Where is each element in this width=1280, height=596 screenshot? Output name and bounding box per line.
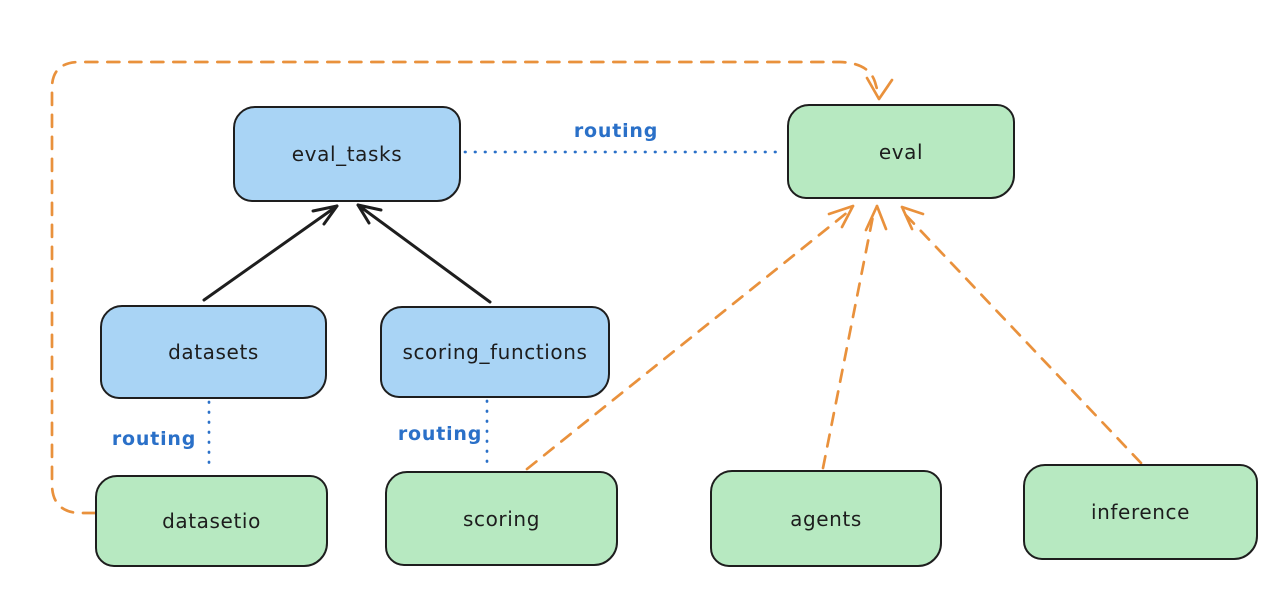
edge-label-routing-scoring_functions-scoring: routing <box>397 423 483 445</box>
arrowhead-inference-into-eval <box>900 205 925 231</box>
edge-label-routing-datasets-datasetio: routing <box>111 428 197 450</box>
node-datasetio-label: datasetio <box>162 509 261 533</box>
node-eval: eval <box>787 104 1015 199</box>
node-datasets: datasets <box>100 305 327 399</box>
node-inference: inference <box>1023 464 1258 560</box>
arrowhead-agents-into-eval <box>864 204 888 232</box>
edge-datasetio-eval-loop <box>50 60 881 515</box>
node-eval_tasks-label: eval_tasks <box>291 142 403 166</box>
edge-label-routing-eval_tasks-eval: routing <box>573 120 659 142</box>
node-scoring_functions-label: scoring_functions <box>402 340 588 364</box>
edge-agents-eval-dashed <box>821 209 876 470</box>
node-agents: agents <box>710 470 942 567</box>
node-datasets-label: datasets <box>168 340 259 364</box>
arrowhead-loop-into-eval-top <box>865 76 894 101</box>
arrowhead-scoring-into-eval <box>827 204 855 229</box>
node-scoring: scoring <box>385 471 618 566</box>
node-agents-label: agents <box>790 506 862 531</box>
node-eval_tasks: eval_tasks <box>233 106 461 202</box>
node-eval-label: eval <box>878 139 924 164</box>
edge-inference-eval-dashed <box>899 208 1143 465</box>
node-scoring-label: scoring <box>462 506 540 531</box>
edge-scoring_functions-eval_tasks-arrow <box>356 203 492 304</box>
node-inference-label: inference <box>1090 500 1191 524</box>
node-scoring_functions: scoring_functions <box>380 306 610 398</box>
edge-datasets-eval_tasks-arrow <box>202 204 339 302</box>
edge-scoring-eval-dashed <box>525 209 851 471</box>
node-datasetio: datasetio <box>95 475 328 567</box>
